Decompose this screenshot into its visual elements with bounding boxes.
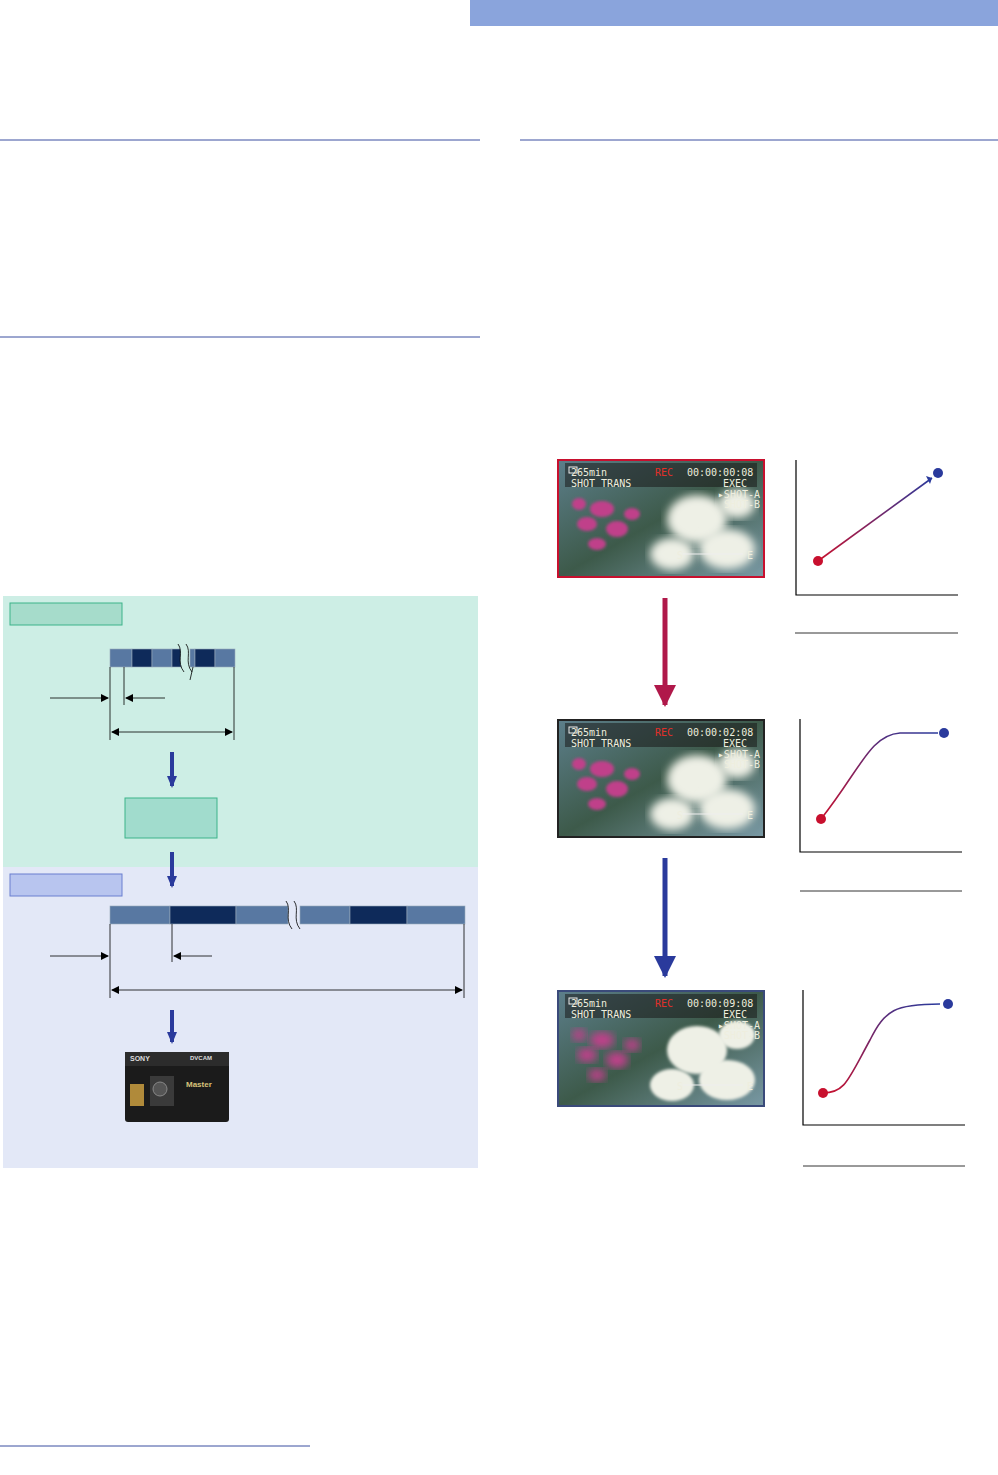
lcd-screen: 265min REC 00:00:02:08SHOT TRANS EXEC▸SHOT-… [557,719,765,838]
cassette-label: SONY [130,1055,150,1062]
osd-text: ▸SHOT-A [718,749,760,760]
osd-text: SHOT-B [724,1030,760,1041]
osd-text: 00:00:00:08 [687,467,753,478]
osd-text: 265min [571,998,607,1009]
osd-text: SHOT TRANS [571,478,631,489]
lcd-photo [557,990,765,1107]
osd-text: EXEC [723,738,747,749]
osd-text: 265min [571,467,607,478]
lcd-screen: 265min REC 00:00:09:08SHOT TRANS EXEC▸SHOT-… [557,990,765,1107]
lcd-photo [557,459,765,578]
osd-text: EXEC [723,478,747,489]
osd-text: 265min [571,727,607,738]
osd-text: E [747,550,753,561]
lcd-photo [557,719,765,838]
osd-text: 00:00:02:08 [687,727,753,738]
osd-text: S [677,550,683,561]
osd-text: ▸SHOT-A [718,1020,760,1031]
lcd-screen: 265min REC 00:00:00:08SHOT TRANS EXEC▸SHOT-… [557,459,765,578]
osd-text: ▸SHOT-A [718,489,760,500]
cassette-label: Master [186,1080,212,1089]
osd-text: SHOT-B [724,759,760,770]
osd-text: REC [655,998,673,1009]
osd-text: REC [655,727,673,738]
osd-text: REC [655,467,673,478]
osd-text: SHOT-B [724,499,760,510]
osd-text: SHOT TRANS [571,1009,631,1020]
osd-text: SHOT TRANS [571,738,631,749]
flow-arrow [663,598,668,705]
osd-text: EXEC [723,1009,747,1020]
osd-text: S [677,1081,683,1092]
osd-text: E [747,1081,753,1092]
cassette-label: DVCAM [190,1055,212,1061]
flow-arrow [663,858,668,976]
osd-text: S [677,810,683,821]
osd-text: E [747,810,753,821]
osd-text: 00:00:09:08 [687,998,753,1009]
